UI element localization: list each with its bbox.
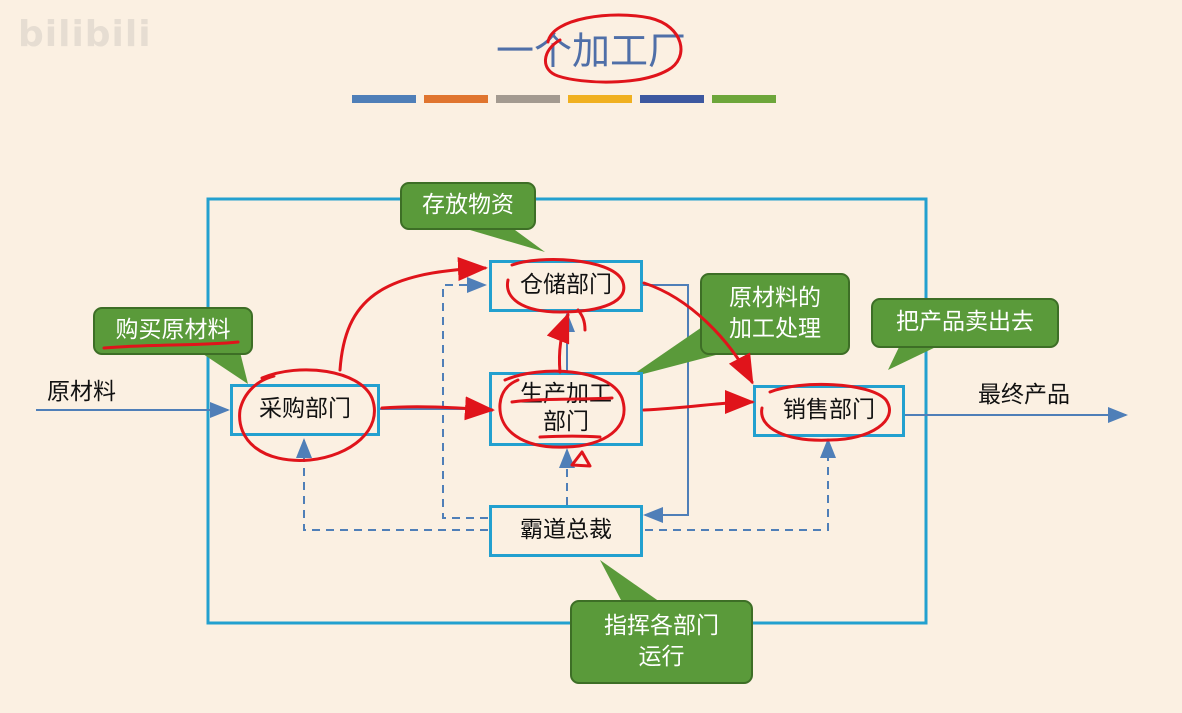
stripe-5: [640, 95, 704, 103]
input-label: 原材料: [47, 379, 116, 405]
production-department-label-2: 部门: [543, 409, 589, 435]
callout-production-text-1: 原材料的: [729, 284, 821, 311]
stripe-6: [712, 95, 776, 103]
callout-purchase-pointer: [200, 352, 248, 384]
stripe-1: [352, 95, 416, 103]
sales-department-label: 销售部门: [783, 397, 875, 424]
output-label: 最终产品: [978, 382, 1070, 408]
ceo-label: 霸道总裁: [520, 517, 612, 544]
callout-ceo-text-2: 运行: [638, 644, 685, 670]
callout-production: 原材料的 加工处理: [700, 273, 850, 355]
callout-purchase: 购买原材料: [93, 307, 253, 355]
callout-sales-pointer: [888, 345, 940, 370]
sales-department-box: 销售部门: [753, 385, 905, 437]
callout-storage: 存放物资: [400, 182, 536, 230]
storage-department-label: 仓储部门: [520, 272, 612, 299]
storage-department-box: 仓储部门: [489, 260, 643, 312]
ceo-to-storage-dashed: [442, 277, 488, 519]
purchase-department-box: 采购部门: [230, 384, 380, 436]
callout-sales: 把产品卖出去: [871, 298, 1059, 348]
callout-production-text-2: 加工处理: [729, 316, 821, 342]
stripe-3: [496, 95, 560, 103]
storage-to-ceo-connector: [643, 284, 689, 523]
callout-storage-pointer: [470, 230, 545, 252]
ceo-box: 霸道总裁: [489, 505, 643, 557]
callout-ceo-pointer: [600, 560, 660, 602]
callout-purchase-text: 购买原材料: [115, 317, 231, 344]
callout-ceo: 指挥各部门 运行: [570, 600, 753, 684]
production-department-label-1: 生产加工: [520, 381, 612, 408]
stripe-2: [424, 95, 488, 103]
production-department-box: 生产加工 部门: [489, 372, 643, 446]
bilibili-watermark: bilibili: [18, 14, 152, 55]
callout-storage-text: 存放物资: [422, 192, 514, 219]
ceo-to-purchase-dashed: [296, 438, 488, 531]
purchase-department-label: 采购部门: [259, 396, 351, 423]
callout-sales-text: 把产品卖出去: [896, 309, 1034, 336]
ceo-to-sales-dashed: [645, 438, 836, 531]
callout-ceo-text-1: 指挥各部门: [604, 612, 719, 639]
stripe-4: [568, 95, 632, 103]
